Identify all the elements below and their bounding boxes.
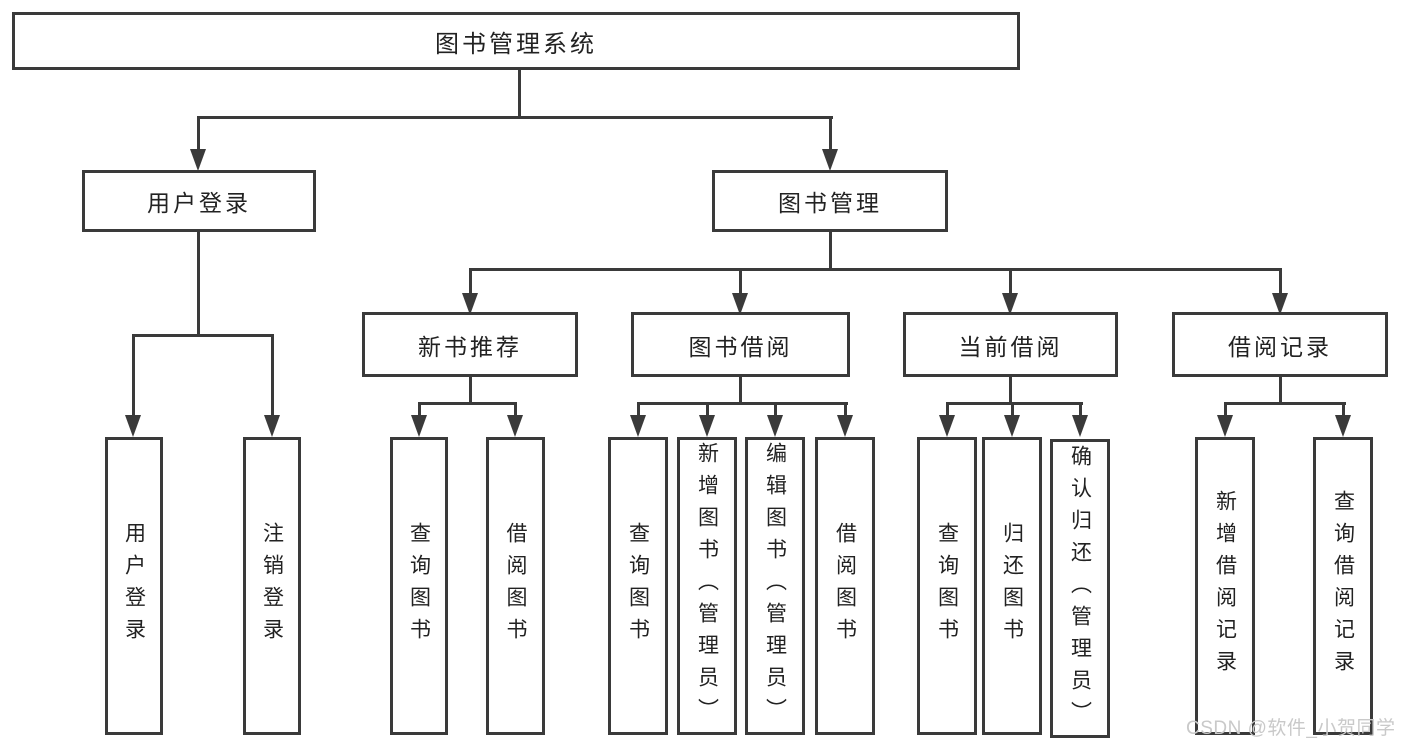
leaf-query-books-borrow: 查询图书 (608, 437, 668, 735)
node-label: 新增图书（管理员） (695, 442, 719, 730)
connector-arrowhead (411, 415, 427, 437)
connector-line (469, 268, 472, 296)
connector-line (637, 402, 640, 418)
node-new-book-recommend: 新书推荐 (362, 312, 578, 377)
connector-line (739, 377, 742, 404)
connector-line (469, 377, 472, 404)
connector-arrowhead (1335, 415, 1351, 437)
node-label: 用户登录 (122, 522, 146, 650)
node-label: 图书借阅 (688, 333, 793, 360)
connector-line (1079, 402, 1082, 418)
leaf-borrow-books-recommend: 借阅图书 (486, 437, 545, 735)
node-label: 图书管理 (778, 190, 882, 216)
connector-arrowhead (767, 415, 783, 437)
leaf-logout: 注销登录 (243, 437, 301, 735)
connector-line (706, 402, 709, 418)
connector-line (132, 334, 274, 337)
leaf-add-book-admin: 新增图书（管理员） (677, 437, 737, 735)
node-label: 图书管理系统 (435, 30, 597, 58)
connector-arrowhead (1072, 415, 1088, 437)
node-label: 确认归还（管理员） (1068, 444, 1092, 733)
leaf-borrow-books: 借阅图书 (815, 437, 875, 735)
connector-arrowhead (699, 415, 715, 437)
connector-line (1279, 377, 1282, 404)
node-label: 注销登录 (260, 522, 284, 650)
node-label: 借阅图书 (504, 522, 527, 650)
connector-arrowhead (264, 415, 280, 437)
node-label: 归还图书 (1000, 522, 1024, 650)
connector-line (637, 402, 848, 405)
connector-line (1342, 402, 1345, 418)
node-label: 新书推荐 (418, 333, 522, 360)
node-label: 编辑图书（管理员） (763, 442, 787, 730)
connector-line (946, 402, 1083, 405)
connector-arrowhead (822, 149, 838, 171)
node-label: 查询图书 (407, 522, 431, 650)
connector-arrowhead (190, 149, 206, 171)
leaf-confirm-return-admin: 确认归还（管理员） (1050, 439, 1110, 738)
leaf-user-login: 用户登录 (105, 437, 163, 735)
connector-line (197, 116, 200, 152)
node-label: 借阅记录 (1228, 333, 1332, 360)
connector-line (271, 334, 274, 418)
node-current-borrow: 当前借阅 (903, 312, 1118, 377)
connector-line (1279, 268, 1282, 296)
csdn-watermark: CSDN @软件_小贺同学 (1186, 718, 1396, 739)
connector-arrowhead (1272, 293, 1288, 315)
connector-line (418, 402, 421, 418)
connector-line (1009, 377, 1012, 404)
node-user-login: 用户登录 (82, 170, 316, 232)
connector-arrowhead (125, 415, 141, 437)
node-label: 新增借阅记录 (1213, 490, 1237, 682)
node-book-management: 图书管理 (712, 170, 948, 232)
connector-line (1011, 402, 1014, 418)
leaf-query-books-current: 查询图书 (917, 437, 977, 735)
connector-line (514, 402, 517, 418)
leaf-return-book: 归还图书 (982, 437, 1042, 735)
connector-line (1009, 268, 1012, 296)
connector-line (132, 334, 135, 418)
connector-arrowhead (1004, 415, 1020, 437)
leaf-add-borrow-record: 新增借阅记录 (1195, 437, 1255, 735)
leaf-edit-book-admin: 编辑图书（管理员） (745, 437, 805, 735)
connector-line (946, 402, 949, 418)
node-label: 查询图书 (935, 522, 959, 650)
connector-line (774, 402, 777, 418)
connector-arrowhead (939, 415, 955, 437)
connector-arrowhead (462, 293, 478, 315)
node-library-system: 图书管理系统 (12, 12, 1020, 70)
leaf-query-books-recommend: 查询图书 (390, 437, 448, 735)
node-label: 用户登录 (147, 190, 251, 216)
connector-arrowhead (630, 415, 646, 437)
connector-line (469, 268, 1282, 271)
connector-line (1224, 402, 1346, 405)
connector-arrowhead (507, 415, 523, 437)
connector-arrowhead (732, 293, 748, 315)
node-label: 查询借阅记录 (1331, 490, 1355, 682)
connector-line (518, 70, 521, 118)
connector-line (844, 402, 847, 418)
connector-line (1224, 402, 1227, 418)
node-book-borrow: 图书借阅 (631, 312, 850, 377)
node-label: 借阅图书 (833, 522, 857, 650)
connector-arrowhead (1217, 415, 1233, 437)
connector-line (418, 402, 517, 405)
connector-arrowhead (837, 415, 853, 437)
connector-line (829, 116, 832, 152)
connector-line (197, 116, 833, 119)
node-label: 当前借阅 (958, 333, 1063, 360)
node-borrow-records: 借阅记录 (1172, 312, 1388, 377)
connector-line (739, 268, 742, 296)
connector-line (197, 232, 200, 336)
leaf-query-borrow-record: 查询借阅记录 (1313, 437, 1373, 735)
connector-arrowhead (1002, 293, 1018, 315)
node-label: 查询图书 (626, 522, 650, 650)
connector-line (829, 232, 832, 270)
